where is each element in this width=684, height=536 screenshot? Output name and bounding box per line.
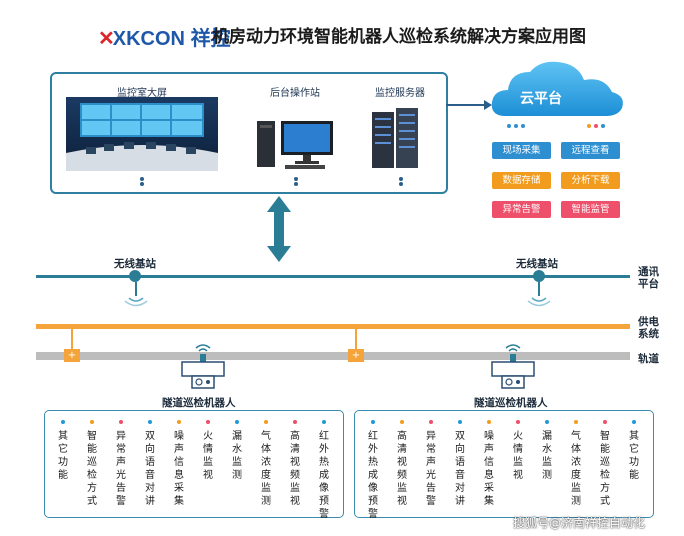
connector-dot <box>507 124 511 128</box>
base-station-label-left: 无线基站 <box>114 258 156 270</box>
robot-label-right: 隧道巡检机器人 <box>474 397 548 409</box>
function-item: 漏水监测 <box>542 431 552 481</box>
page-title: 机房动力环境智能机器人巡检系统解决方案应用图 <box>212 27 586 47</box>
function-item: 高清视频监视 <box>397 431 407 507</box>
base-station-node <box>129 270 141 282</box>
function-item: 双向语音对讲 <box>145 431 155 507</box>
arrow-to-cloud-icon <box>446 100 492 110</box>
logo: ✕XKCON 祥控 <box>98 28 231 50</box>
inspection-robot-icon <box>491 344 535 389</box>
right-function-box <box>354 410 654 518</box>
tag-smart-supervision: 智能监管 <box>561 201 620 218</box>
track-rail <box>36 352 630 360</box>
comm-platform-label: 通讯 平台 <box>638 266 659 290</box>
cloud-icon <box>491 61 623 116</box>
function-item: 异常声光告警 <box>116 431 126 507</box>
power-connector <box>71 329 73 349</box>
function-bullet <box>177 420 181 424</box>
function-item: 智能巡检方式 <box>600 431 610 507</box>
tag-data-storage: 数据存储 <box>492 172 551 189</box>
function-bullet <box>371 420 375 424</box>
connector-dot <box>140 182 144 186</box>
function-bullet <box>322 420 326 424</box>
workstation-icon <box>257 121 333 169</box>
track-label: 轨道 <box>638 353 659 365</box>
function-item: 双向语音对讲 <box>455 431 465 507</box>
power-box-icon: + <box>64 349 80 362</box>
connector-dot <box>140 177 144 181</box>
function-item: 火情监视 <box>513 431 523 481</box>
function-bullet <box>293 420 297 424</box>
function-bullet <box>90 420 94 424</box>
device-label-operator-station: 后台操作站 <box>270 88 320 99</box>
connector-dot <box>594 124 598 128</box>
connector-dot <box>399 177 403 181</box>
server-icon <box>372 108 418 168</box>
function-bullet <box>264 420 268 424</box>
bidirectional-arrow-icon <box>267 196 291 262</box>
connector-dot <box>294 182 298 186</box>
function-bullet <box>119 420 123 424</box>
device-label-server: 监控服务器 <box>375 88 425 99</box>
tag-analysis-download: 分析下载 <box>561 172 620 189</box>
function-bullet <box>206 420 210 424</box>
function-item: 其它功能 <box>58 431 68 481</box>
connector-dot <box>514 124 518 128</box>
robot-label-left: 隧道巡检机器人 <box>162 397 236 409</box>
function-bullet <box>429 420 433 424</box>
tag-remote-view: 远程查看 <box>561 142 620 159</box>
function-bullet <box>487 420 491 424</box>
tag-field-collection: 现场采集 <box>492 142 551 159</box>
control-room-screen-icon <box>66 97 218 171</box>
watermark: 搜狐号@济南祥控自动化 <box>513 516 646 530</box>
function-bullet <box>632 420 636 424</box>
connector-dot <box>521 124 525 128</box>
function-bullet <box>516 420 520 424</box>
tag-anomaly-alarm: 异常告警 <box>492 201 551 218</box>
device-label-big-screen: 监控室大屏 <box>117 88 167 99</box>
function-bullet <box>574 420 578 424</box>
communication-line <box>36 275 630 278</box>
cloud-platform-label: 云平台 <box>520 91 562 107</box>
function-bullet <box>603 420 607 424</box>
left-function-box <box>44 410 344 518</box>
base-station-label-right: 无线基站 <box>516 258 558 270</box>
function-item: 火情监视 <box>203 431 213 481</box>
inspection-robot-icon <box>181 344 225 389</box>
function-bullet <box>148 420 152 424</box>
function-item: 异常声光告警 <box>426 431 436 507</box>
base-station-node <box>533 270 545 282</box>
function-item: 其它功能 <box>629 431 639 481</box>
function-item: 红外热成像预警 <box>368 431 378 520</box>
function-item: 漏水监测 <box>232 431 242 481</box>
connector-dot <box>601 124 605 128</box>
antenna-icon <box>527 282 551 307</box>
connector-dot <box>294 177 298 181</box>
function-bullet <box>61 420 65 424</box>
function-item: 红外热成像预警 <box>319 431 329 520</box>
function-item: 高清视频监视 <box>290 431 300 507</box>
power-line <box>36 324 630 329</box>
function-bullet <box>458 420 462 424</box>
power-connector <box>355 329 357 349</box>
monitoring-center-panel <box>50 72 448 194</box>
function-item: 气体浓度监测 <box>571 431 581 507</box>
connector-dot <box>587 124 591 128</box>
function-item: 噪声信息采集 <box>174 431 184 507</box>
antenna-icon <box>124 282 148 307</box>
function-item: 智能巡检方式 <box>87 431 97 507</box>
function-item: 噪声信息采集 <box>484 431 494 507</box>
connector-dot <box>399 182 403 186</box>
function-bullet <box>545 420 549 424</box>
function-item: 气体浓度监测 <box>261 431 271 507</box>
power-system-label: 供电 系统 <box>638 316 659 340</box>
power-box-icon: + <box>348 349 364 362</box>
function-bullet <box>235 420 239 424</box>
function-bullet <box>400 420 404 424</box>
